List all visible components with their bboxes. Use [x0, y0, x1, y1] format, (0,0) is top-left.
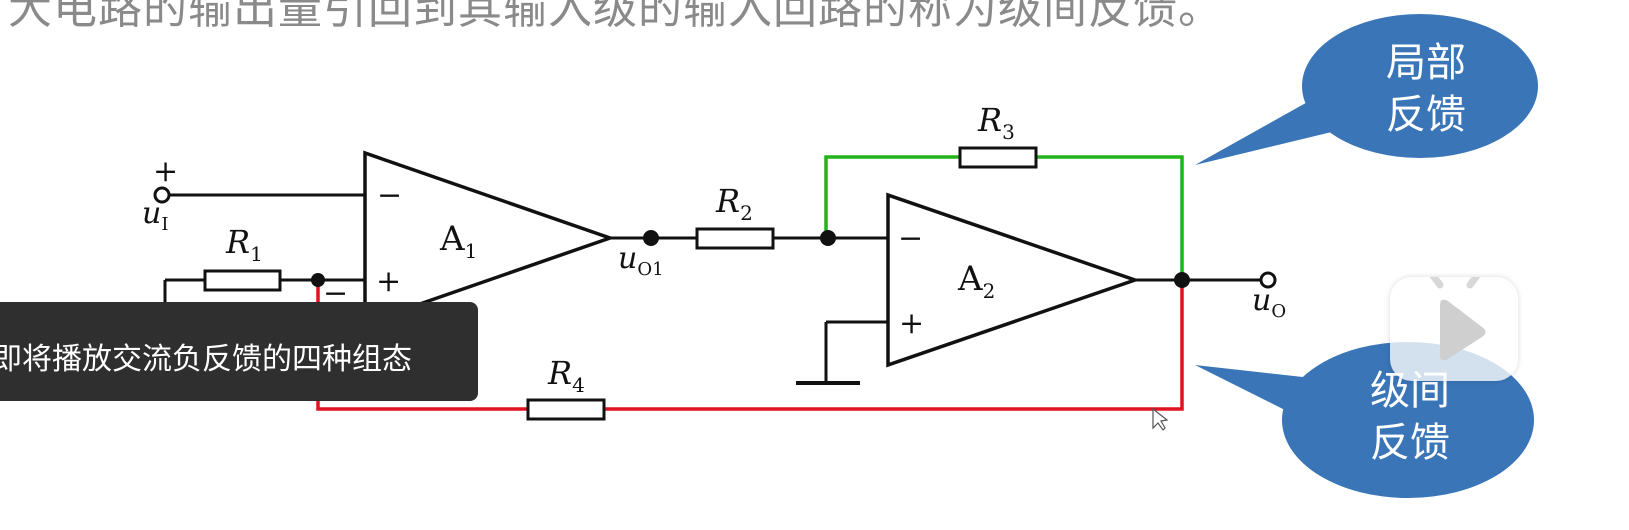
a2-plus-sign: +: [899, 306, 924, 341]
input-terminal: [153, 186, 171, 204]
callout-local-bubble: [1302, 14, 1538, 158]
callout-local-line1: 局部: [1386, 40, 1466, 86]
callout-stage-bubble: [1282, 342, 1534, 498]
r4-label: R4: [547, 354, 585, 397]
uo1-label: uO1: [618, 241, 664, 280]
mouse-cursor: [1152, 407, 1169, 431]
a2-minus-sign: −: [898, 221, 923, 256]
output-voltage-label: uO: [1252, 283, 1286, 322]
node-r2: [820, 230, 836, 246]
play-icon: [1429, 277, 1486, 361]
local-feedback-path: [824, 155, 1184, 280]
input-voltage-label: uI: [142, 196, 168, 235]
node-r1: [311, 273, 325, 287]
resistor-r3: [958, 146, 1038, 169]
r3-label: R3: [977, 101, 1015, 144]
callout-stage-line2: 反馈: [1370, 420, 1450, 466]
subtitle-text: 即将播放交流负反馈的四种组态: [0, 342, 412, 377]
a1-plus-sign: +: [376, 264, 401, 299]
callout-local-feedback: 局部 反馈: [1195, 14, 1538, 165]
output-terminal: [1259, 271, 1277, 289]
callout-local-pointer: [1195, 95, 1340, 165]
resistor-r1: [203, 269, 282, 292]
a1-minus-sign: −: [377, 178, 402, 213]
r1-label: R1: [225, 223, 263, 266]
resistor-r4: [526, 398, 606, 421]
header-text: 大电路的输出量引回到其输入级的输入回路的称为级间反馈。: [8, 0, 1223, 34]
r2-label: R2: [715, 182, 753, 225]
a2-label: A2: [957, 259, 995, 303]
subtitle-overlay: 即将播放交流负反馈的四种组态: [0, 302, 478, 401]
resistor-r2: [695, 227, 775, 250]
a1-label: A1: [439, 219, 477, 263]
node-output: [1174, 272, 1190, 288]
node-uo1: [643, 230, 659, 246]
amplifier-a1: [363, 150, 616, 326]
input-plus-sign: +: [153, 154, 178, 189]
callout-stage-feedback: 级间 反馈: [1195, 342, 1534, 498]
play-button[interactable]: [1390, 277, 1518, 381]
amplifier-a2: [886, 192, 1141, 368]
callout-local-line2: 反馈: [1386, 92, 1466, 138]
